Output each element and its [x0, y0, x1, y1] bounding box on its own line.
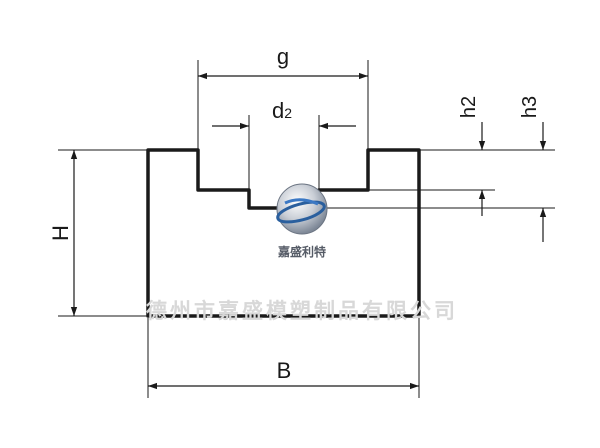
d2-label: d2 [272, 98, 292, 123]
extension-lines [58, 60, 555, 398]
logo-name: 嘉盛利特 [277, 244, 326, 259]
logo-swoosh-icon [276, 200, 326, 224]
B-label: B [277, 358, 292, 383]
profile-outline [146, 148, 421, 318]
h2-label: h2 [458, 96, 480, 118]
h3-label: h3 [519, 96, 541, 118]
g-label: g [277, 44, 289, 69]
d2-subscript: 2 [284, 105, 292, 121]
company-watermark: 德州市嘉盛模塑制品有限公司 [146, 298, 458, 323]
dimension-lines [70, 72, 547, 390]
company-logo: 嘉盛利特 [276, 183, 328, 259]
H-label: H [48, 225, 73, 241]
